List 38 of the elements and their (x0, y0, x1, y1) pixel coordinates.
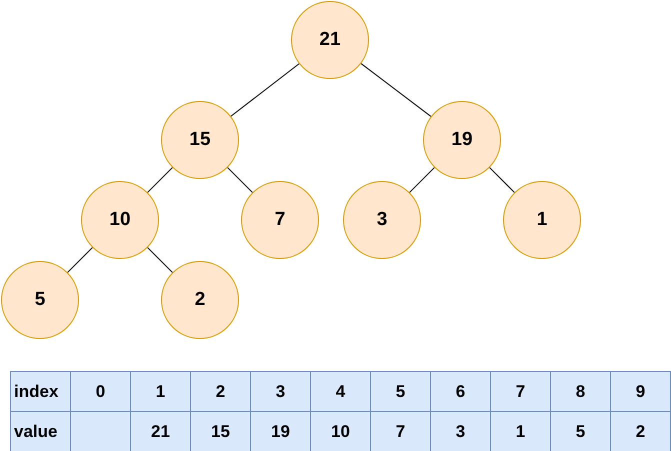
node-value: 19 (451, 129, 473, 151)
table-cell: 2 (611, 412, 671, 451)
node-value: 1 (536, 209, 548, 231)
table-cell: 15 (191, 412, 251, 451)
tree-edge (409, 167, 435, 193)
table-cell: 1 (131, 372, 191, 412)
table-cell: 5 (371, 372, 431, 412)
node-value: 21 (319, 29, 341, 51)
table-cell: 7 (491, 372, 551, 412)
node-value: 15 (189, 129, 211, 151)
table-cell: index (11, 372, 71, 412)
table-cell: value (11, 412, 71, 451)
table-cell: 7 (371, 412, 431, 451)
table-cell: 19 (251, 412, 311, 451)
table-cell: 1 (491, 412, 551, 451)
node-value: 5 (34, 289, 46, 311)
tree-edge (147, 167, 173, 193)
table-cell: 3 (431, 412, 491, 451)
table-cell: 2 (191, 372, 251, 412)
table-cell: 6 (431, 372, 491, 412)
node-value: 3 (376, 209, 388, 231)
node-value: 7 (274, 209, 286, 231)
tree-edge (227, 167, 253, 193)
node-value: 10 (109, 209, 131, 231)
table-cell: 3 (251, 372, 311, 412)
table-cell: 21 (131, 412, 191, 451)
table-cell: 8 (551, 372, 611, 412)
tree-edge (230, 63, 300, 117)
tree-edge (67, 247, 93, 273)
table-cell: 9 (611, 372, 671, 412)
tree-edge (489, 167, 515, 193)
table-cell: 0 (71, 372, 131, 412)
tree-edge (147, 247, 173, 273)
table-cell: 10 (311, 412, 371, 451)
node-value: 2 (194, 289, 206, 311)
table-cell: 5 (551, 412, 611, 451)
tree-edge (360, 63, 432, 117)
table-cell: 4 (311, 372, 371, 412)
